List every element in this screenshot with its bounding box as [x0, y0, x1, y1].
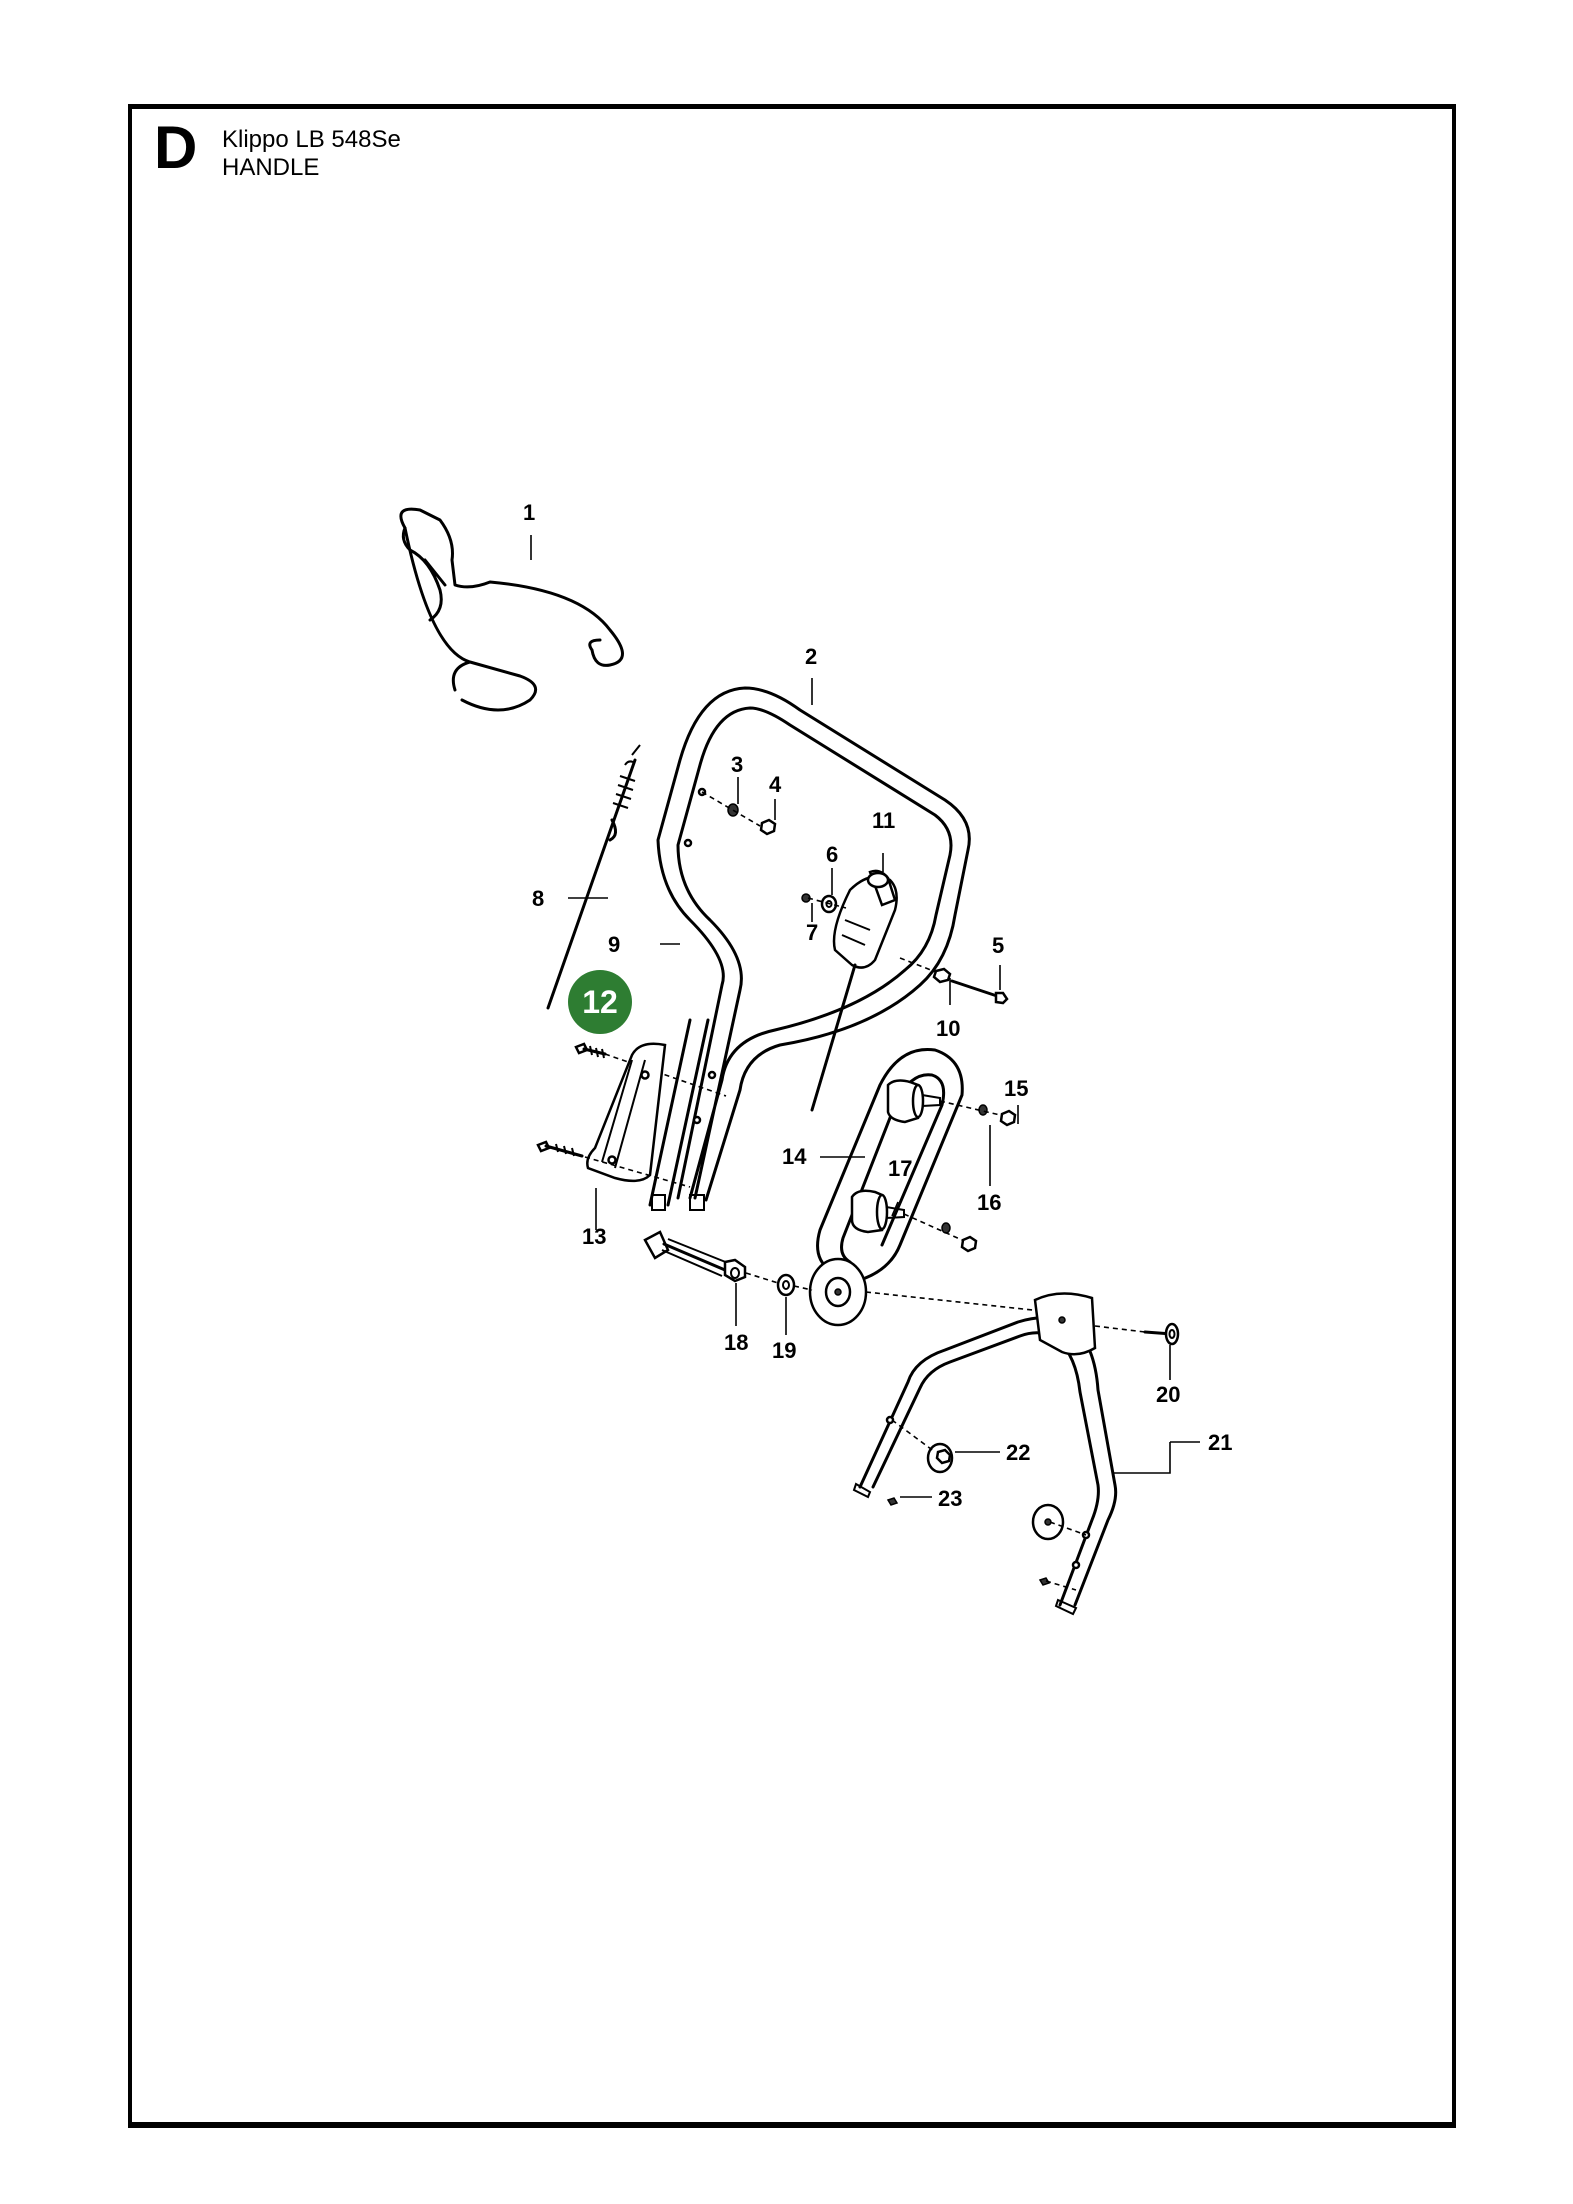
callout-7: 7: [806, 920, 818, 945]
callout-23: 23: [938, 1486, 962, 1511]
part-4-nut: [759, 818, 777, 836]
part-17-bushing-upper: [886, 1079, 941, 1124]
part-22-knob-nut: [926, 1442, 954, 1474]
diagram-title: HANDLE: [222, 154, 320, 181]
part-20-bolt: [1143, 1322, 1180, 1346]
callout-1: 1: [523, 500, 535, 525]
part-18-knob: [643, 1230, 747, 1283]
part-23-screw: [886, 1497, 899, 1506]
callout-10: 10: [936, 1016, 960, 1041]
callout-14: 14: [782, 1144, 807, 1169]
callout-labels: 1 2 3 4 5 6 7 8 9 10 11 13 14 15 16 17 1…: [523, 500, 1232, 1511]
callout-9: 9: [608, 932, 620, 957]
highlight-label: 12: [582, 984, 618, 1020]
part-15-nut: [999, 1109, 1017, 1127]
model-name: Klippo LB 548Se: [222, 126, 401, 153]
highlight-marker-12: 12: [568, 970, 632, 1034]
callout-17: 17: [888, 1156, 912, 1181]
callout-11: 11: [872, 808, 895, 833]
callout-21: 21: [1208, 1430, 1232, 1455]
part-16-washer-upper: [978, 1104, 988, 1116]
part-10-washer: [932, 967, 952, 984]
highlight-circle: [568, 970, 632, 1034]
part-14-handle-bracket: [816, 1047, 964, 1282]
section-letter: D: [154, 114, 198, 181]
leader-lines: [530, 535, 1200, 1498]
part-1-control-bail: [399, 507, 624, 712]
callout-16: 16: [977, 1190, 1001, 1215]
callout-18: 18: [724, 1330, 748, 1355]
callout-20: 20: [1156, 1382, 1180, 1407]
callout-19: 19: [772, 1338, 796, 1363]
callout-22: 22: [1006, 1440, 1030, 1465]
part-13-screw-lower: [536, 1140, 584, 1158]
part-5-bolt: [950, 979, 1009, 1005]
callout-13: 13: [582, 1224, 606, 1249]
callout-15: 15: [1004, 1076, 1028, 1101]
part-2-upper-handle: [651, 686, 971, 1211]
callout-5: 5: [992, 933, 1004, 958]
part-12-screw: [574, 1042, 607, 1059]
part-8-cable: [546, 744, 641, 1010]
callout-3: 3: [731, 752, 743, 777]
callout-4: 4: [769, 772, 782, 797]
page-border: [128, 104, 1456, 2128]
callout-8: 8: [532, 886, 544, 911]
part-3-washer: [727, 803, 739, 817]
callout-2: 2: [805, 644, 817, 669]
part-21-lower-handle: [852, 1316, 1118, 1616]
part-15-nut-lower: [960, 1235, 978, 1253]
part-14-hinge-disc: [808, 1257, 868, 1327]
lower-handle-washer: [1031, 1503, 1087, 1591]
part-20-bracket-plate: [1033, 1292, 1097, 1356]
callout-6: 6: [826, 842, 838, 867]
part-9-handle-lower: [648, 1018, 710, 1207]
part-19-washer: [776, 1273, 796, 1297]
part-16-washer-lower: [941, 1222, 951, 1234]
part-13-cover: [586, 1042, 667, 1183]
part-17-bushing-lower: [850, 1189, 905, 1234]
part-11-throttle-lever: [810, 869, 898, 1112]
